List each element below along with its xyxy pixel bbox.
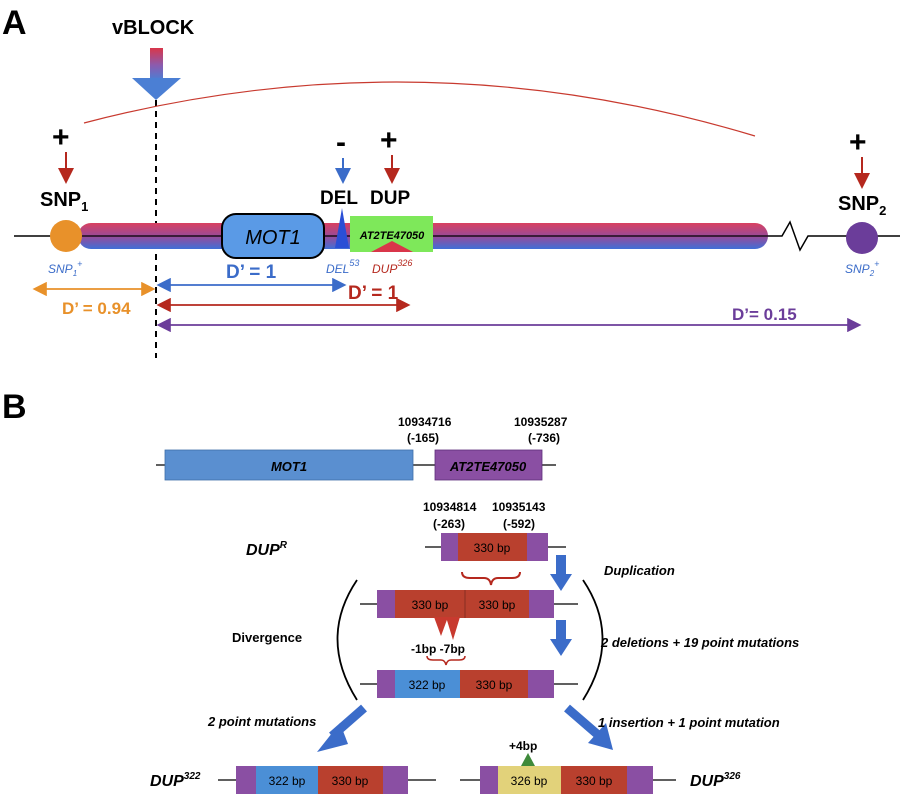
te-bar-label: AT2TE47050 xyxy=(449,459,527,474)
d-orange-label: D’ = 0.94 xyxy=(62,299,131,318)
coord1-rel: (-165) xyxy=(407,431,439,445)
te-bar xyxy=(434,449,543,481)
deletion-marker-1 xyxy=(434,617,448,636)
dup326-seg1-label: 326 bp xyxy=(511,774,548,788)
snp1-marker xyxy=(50,220,82,252)
dup322-seg1-label: 322 bp xyxy=(269,774,306,788)
panel-a-label: A xyxy=(2,4,27,42)
coord3-rel: (-263) xyxy=(433,517,465,531)
coord1-pos: 10934716 xyxy=(398,415,452,429)
left-paren xyxy=(336,579,358,701)
dup322-seg2-label: 330 bp xyxy=(332,774,369,788)
dupR-label: DUPR xyxy=(246,540,288,559)
dupR-construct xyxy=(425,533,566,561)
duplication-brace xyxy=(461,571,521,586)
duplicated-construct xyxy=(360,590,578,618)
dup326-seg2-label: 330 bp xyxy=(576,774,613,788)
del-allele: DEL53 xyxy=(326,258,359,276)
coord3-pos: 10934814 xyxy=(423,500,477,514)
snp2-marker xyxy=(846,222,878,254)
divergence-arrow xyxy=(550,620,572,656)
diverged-construct xyxy=(360,670,578,698)
dup326-construct xyxy=(460,766,676,794)
right-paren xyxy=(582,579,604,701)
mot1-gene-bar xyxy=(164,449,414,481)
divergence-label: Divergence xyxy=(232,630,302,645)
two-deletions-label: 2 deletions + 19 point mutations xyxy=(600,635,799,650)
dup-marker xyxy=(371,241,413,252)
dup322-construct xyxy=(218,766,436,794)
ld-arc xyxy=(83,81,756,137)
snp1-allele: SNP1+ xyxy=(48,259,82,278)
coord2-pos: 10935287 xyxy=(514,415,568,429)
panel-b-label: B xyxy=(2,388,27,426)
mot1-gene-box xyxy=(221,213,325,259)
te-label: AT2TE47050 xyxy=(359,230,425,242)
dup322-label: DUP322 xyxy=(150,771,201,790)
chromosome-break-icon xyxy=(768,220,900,252)
del-marker xyxy=(335,208,349,248)
coord4-rel: (-592) xyxy=(503,517,535,531)
snp1-label: SNP1 xyxy=(40,189,88,214)
insertion-marker xyxy=(521,753,535,766)
dup-seg2-label: 330 bp xyxy=(479,598,516,612)
right-diagonal-arrow xyxy=(564,704,613,750)
dupR-seg-label: 330 bp xyxy=(474,541,511,555)
deletion-bp-label: -1bp -7bp xyxy=(411,642,465,656)
vblock-label: vBLOCK xyxy=(112,17,195,39)
two-point-mutations-label: 2 point mutations xyxy=(207,714,316,729)
insertion-bp-label: +4bp xyxy=(509,739,537,753)
snp2-allele: SNP2+ xyxy=(845,259,879,278)
duplication-label: Duplication xyxy=(604,563,675,578)
snp1-sign: + xyxy=(52,121,70,154)
snp2-sign: + xyxy=(849,126,867,159)
dup-seg1-label: 330 bp xyxy=(412,598,449,612)
d-red-label: D’ = 1 xyxy=(348,283,399,304)
div-seg2-label: 330 bp xyxy=(476,678,513,692)
deletion-brace xyxy=(426,655,466,666)
dup-sign: + xyxy=(380,124,398,157)
one-insertion-label: 1 insertion + 1 point mutation xyxy=(598,715,780,730)
dup-label: DUP xyxy=(370,188,410,209)
left-diagonal-arrow xyxy=(317,704,367,752)
dup-allele: DUP326 xyxy=(372,258,412,276)
mot1-gene-label: MOT1 xyxy=(245,227,301,249)
d-blue-label: D’ = 1 xyxy=(226,262,277,283)
deletion-marker-2 xyxy=(446,617,460,640)
coord2-rel: (-736) xyxy=(528,431,560,445)
duplication-arrow xyxy=(550,555,572,591)
div-seg1-label: 322 bp xyxy=(409,678,446,692)
mot1-bar-label: MOT1 xyxy=(271,459,307,474)
vblock-arrow xyxy=(132,48,181,100)
coord4-pos: 10935143 xyxy=(492,500,546,514)
snp2-label: SNP2 xyxy=(838,193,886,218)
d-purple-label: D’= 0.15 xyxy=(732,305,797,324)
del-label: DEL xyxy=(320,188,358,209)
dup326-label: DUP326 xyxy=(690,771,741,790)
del-sign: - xyxy=(336,126,346,159)
